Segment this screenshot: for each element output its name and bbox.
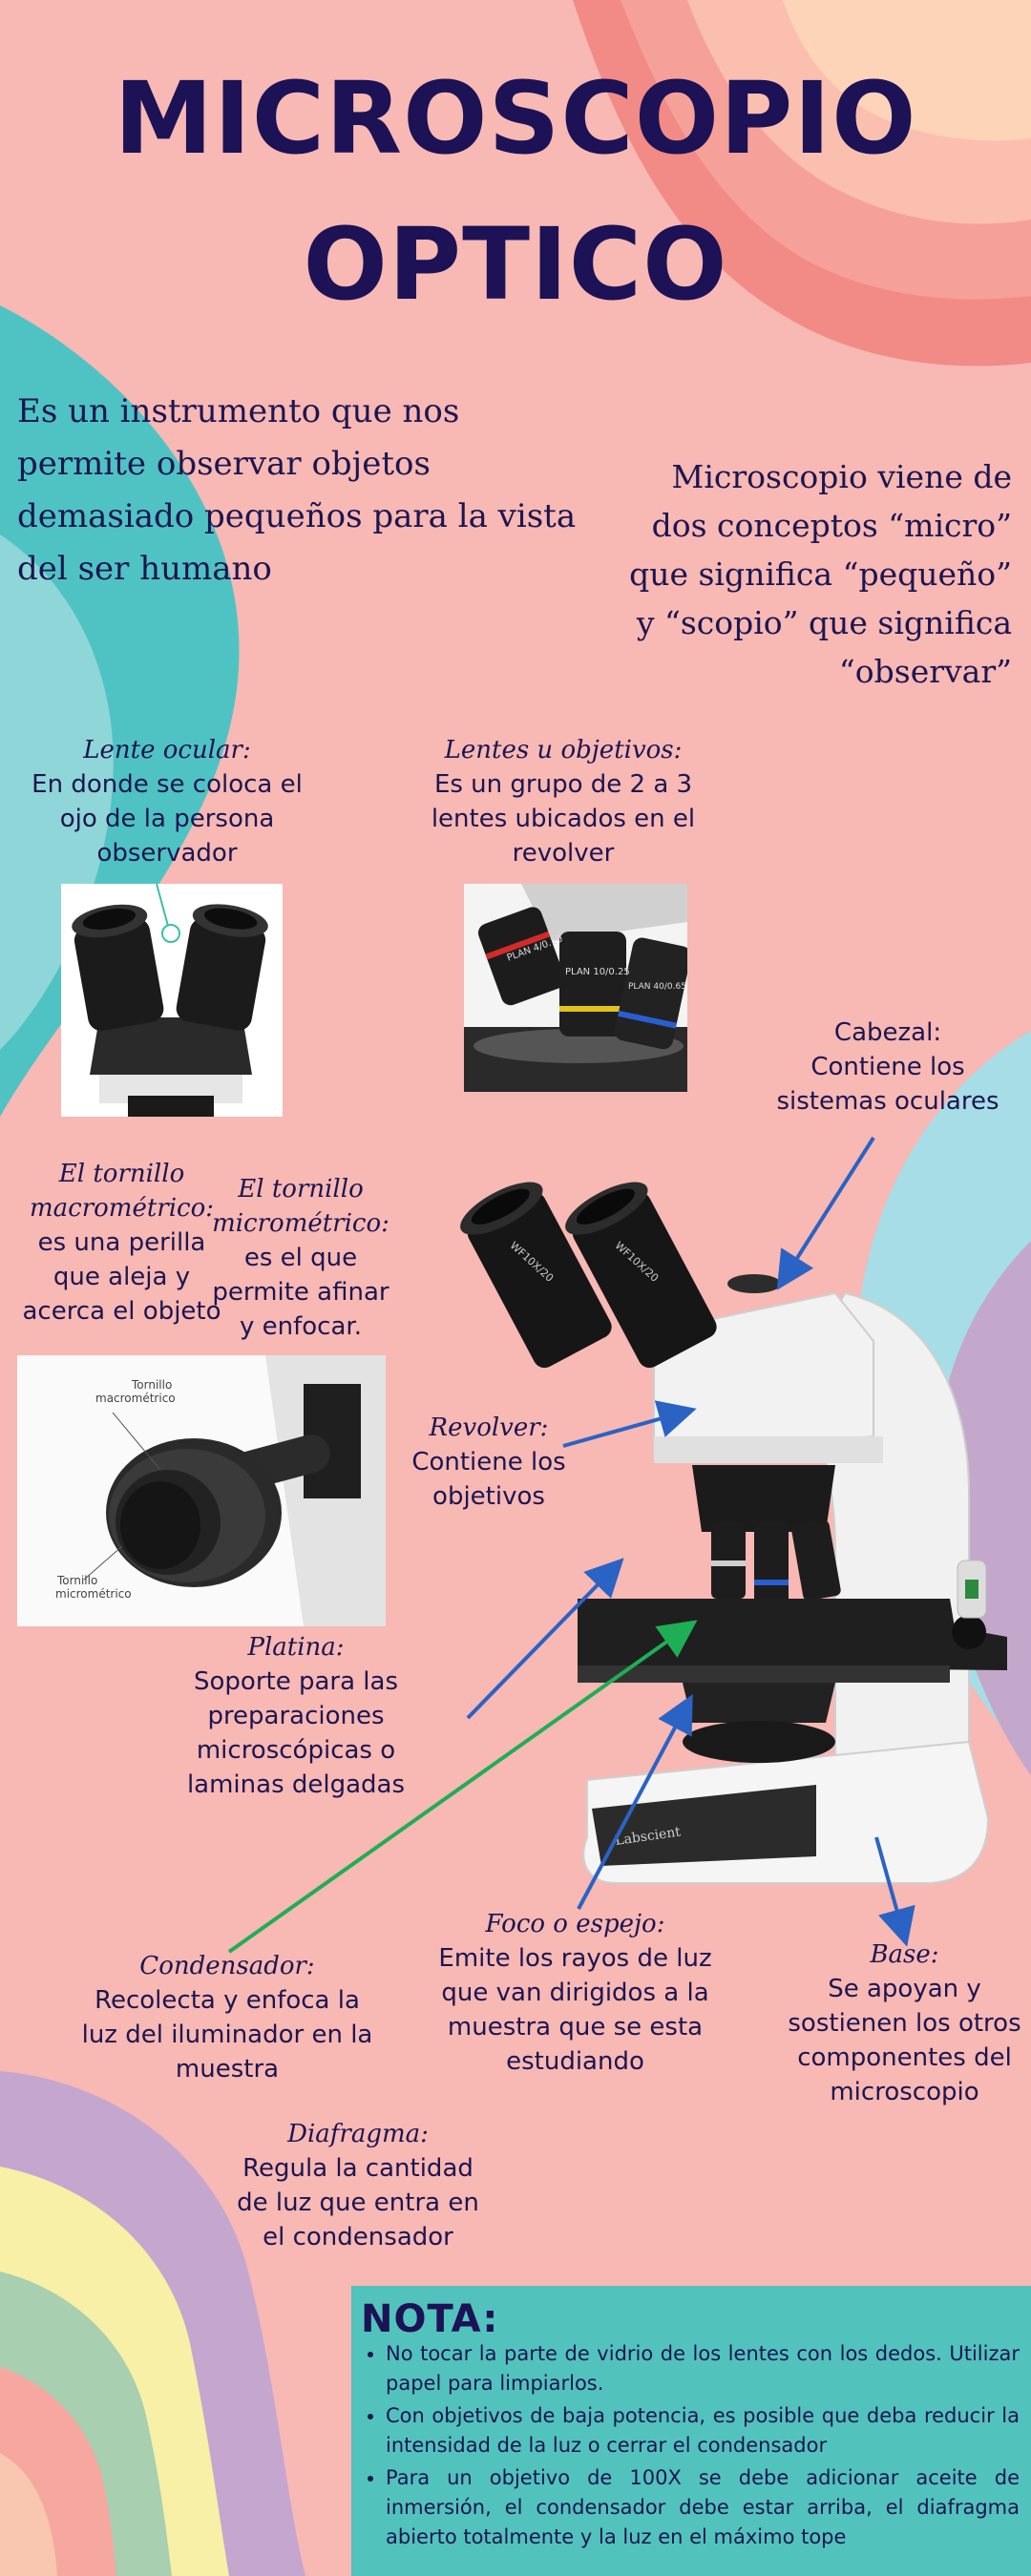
tornillo-photo: Tornillo macrométrico Tornillo micrométr… (17, 1355, 386, 1626)
label-platina: Platina: Soporte para las preparaciones … (153, 1630, 439, 1802)
nota-box: NOTA: No tocar la parte de vidrio de los… (351, 2286, 1031, 2576)
label-cabezal: Cabezal: Contiene los sistemas oculares (764, 1016, 1012, 1119)
focus-knob-icon: Tornillo macrométrico Tornillo micrométr… (17, 1355, 386, 1626)
label-condensador-body: Recolecta y enfoca la luz del iluminador… (81, 1986, 373, 2084)
label-condensador-heading: Condensador: (139, 1952, 315, 1980)
label-ocular-heading: Lente ocular: (83, 736, 251, 764)
objetivos-photo: PLAN 4/0.10 PLAN 10/0.25 PLAN 40/0.65 (464, 884, 687, 1092)
microscope-illustration: Labscient WF10X/20 WF10X/20 (460, 1182, 1007, 1884)
label-objetivos: Lentes u objetivos: Es un grupo de 2 a 3… (410, 733, 716, 870)
binocular-head-icon (61, 884, 283, 1117)
label-platina-heading: Platina: (247, 1633, 345, 1662)
label-base-heading: Base: (870, 1940, 939, 1969)
nota-title: NOTA: (361, 2297, 499, 2341)
page-title-line1: MICROSCOPIO (114, 60, 917, 177)
label-macrometrico-heading: El tornillo macrométrico: (29, 1160, 214, 1223)
label-cabezal-heading: Cabezal: (833, 1018, 942, 1047)
intro-text: Es un instrumento que nos permite observ… (17, 392, 577, 588)
label-ocular-body: En donde se coloca el ojo de la persona … (32, 770, 303, 868)
label-base-body: Se apoyan y sostienen los otros componen… (788, 1975, 1021, 2106)
label-micrometrico: El tornillo micrométrico: es el que perm… (205, 1172, 396, 1344)
caption-micro: Tornillo micrométrico (55, 1574, 132, 1601)
label-foco-body: Emite los rayos de luz que van dirigidos… (438, 1944, 712, 2076)
label-revolver-heading: Revolver: (429, 1414, 549, 1442)
label-revolver-body: Contiene los objetivos (411, 1448, 566, 1511)
nota-list: No tocar la parte de vidrio de los lente… (351, 2339, 1020, 2555)
objective-caption-2: PLAN 10/0.25 (565, 967, 630, 977)
label-foco-heading: Foco o espejo: (485, 1910, 665, 1938)
page-title-line2: OPTICO (303, 206, 728, 323)
etymology-text: Microscopio viene de dos conceptos “micr… (629, 458, 1012, 690)
label-base: Base: Se apoyan y sostienen los otros co… (783, 1937, 1026, 2109)
label-micrometrico-heading: El tornillo micrométrico: (212, 1175, 389, 1238)
label-ocular: Lente ocular: En donde se coloca el ojo … (29, 733, 305, 870)
nota-item: Para un objetivo de 100X se debe adicion… (386, 2463, 1020, 2552)
label-macrometrico: El tornillo macrométrico: es una perilla… (19, 1157, 224, 1329)
nota-item: Con objetivos de baja potencia, es posib… (386, 2401, 1020, 2461)
label-micrometrico-body: es el que permite afinar y enfocar. (212, 1244, 389, 1341)
label-diafragma: Diafragma: Regula la cantidad de luz que… (224, 2117, 492, 2254)
label-platina-body: Soporte para las preparaciones microscóp… (186, 1667, 406, 1799)
label-diafragma-heading: Diafragma: (287, 2120, 429, 2148)
label-objetivos-body: Es un grupo de 2 a 3 lentes ubicados en … (431, 770, 696, 868)
objective-caption-3: PLAN 40/0.65 (628, 982, 686, 992)
label-objetivos-heading: Lentes u objetivos: (444, 736, 683, 764)
nota-item: No tocar la parte de vidrio de los lente… (386, 2339, 1020, 2398)
label-revolver: Revolver: Contiene los objetivos (393, 1411, 584, 1514)
objective-lenses-icon: PLAN 4/0.10 PLAN 10/0.25 PLAN 40/0.65 (464, 884, 687, 1092)
label-cabezal-body: Contiene los sistemas oculares (776, 1053, 999, 1116)
label-foco: Foco o espejo: Emite los rayos de luz qu… (434, 1907, 716, 2079)
label-macrometrico-body: es una perilla que aleja y acerca el obj… (22, 1228, 221, 1326)
caption-macro: Tornillo macrométrico (95, 1378, 176, 1405)
label-diafragma-body: Regula la cantidad de luz que entra en e… (237, 2154, 479, 2251)
ocular-photo (61, 884, 283, 1117)
label-condensador: Condensador: Recolecta y enfoca la luz d… (74, 1949, 380, 2086)
